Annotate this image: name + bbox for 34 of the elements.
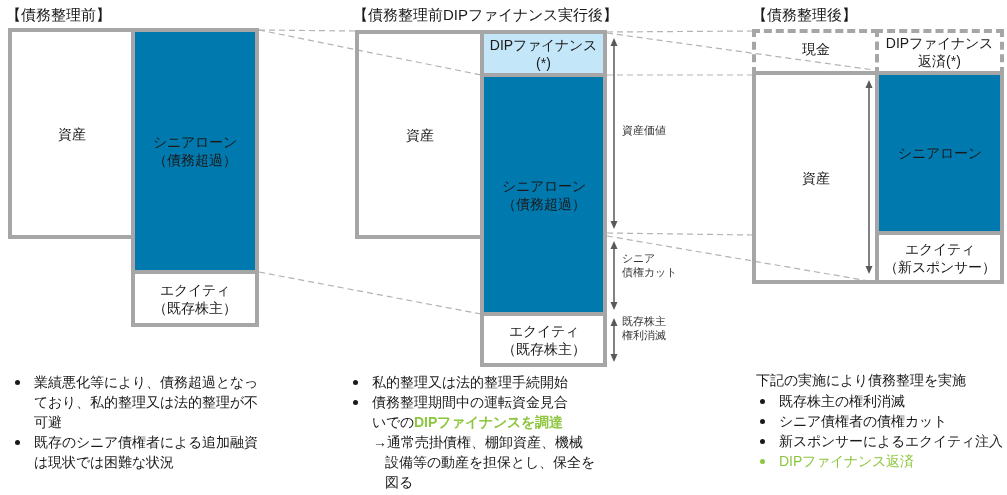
- equity-label: エクイティ（新スポンサー）: [882, 239, 997, 276]
- dashed-guide-line: [258, 29, 482, 76]
- panel-title: 【債務整理後】: [752, 5, 857, 25]
- dashed-guide-line: [606, 30, 753, 33]
- panel-title: 【債務整理前DIPファイナンス実行後】: [353, 5, 618, 25]
- cash-label: 現金: [800, 39, 831, 58]
- bullet-text: 債務整理期間中の運転資金見合いでのDIPファイナンスを調達: [372, 393, 569, 432]
- asset-label: 資産: [800, 168, 831, 187]
- bullet-text: 既存のシニア債権者による追加融資は現状では困難な状況: [34, 433, 259, 472]
- bullet-text: DIPファイナンス返済: [779, 452, 916, 471]
- senior-loan-label: シニアローン: [896, 144, 983, 162]
- dashed-guide-line: [258, 29, 356, 32]
- dip-repayment-label: DIPファイナンス返済(*): [884, 34, 995, 70]
- dip-financing-label: DIPファイナンス(*): [488, 35, 599, 72]
- bullet-text: 私的整理又は法的整理手続開始: [372, 373, 569, 392]
- note-text: 下記の実施により債務整理を実施: [756, 371, 967, 390]
- senior-loan-label: シニアローン（債務超過）: [500, 176, 587, 213]
- note-text: →通常売掛債権、棚卸資産、機械設備等の動産を担保とし、保全を図る: [373, 433, 596, 492]
- equity-label: エクイティ（既存株主）: [152, 280, 238, 317]
- equity-label: エクイティ（既存株主）: [500, 321, 587, 358]
- dimension-label: シニア債権カット: [622, 251, 678, 279]
- senior-loan-label: シニアローン（債務超過）: [152, 133, 238, 169]
- bullet-text: 新スポンサーによるエクイティ注入: [779, 432, 1004, 451]
- dashed-guide-line: [258, 271, 482, 315]
- panel-title: 【債務整理前】: [6, 5, 111, 25]
- dashed-guide-line: [606, 74, 753, 76]
- asset-label: 資産: [56, 124, 87, 143]
- dashed-guide-line: [606, 232, 753, 236]
- dimension-label: 資産価値: [622, 123, 667, 137]
- bullet-text: シニア債権者の債権カット: [779, 412, 948, 431]
- asset-label: 資産: [404, 125, 435, 144]
- dimension-label: 既存株主権利消滅: [622, 314, 667, 342]
- bullet-text: 業績悪化等により、債務超過となっており、私的整理又は法的整理が不可避: [34, 373, 259, 432]
- bullet-text: 既存株主の権利消滅: [779, 392, 906, 411]
